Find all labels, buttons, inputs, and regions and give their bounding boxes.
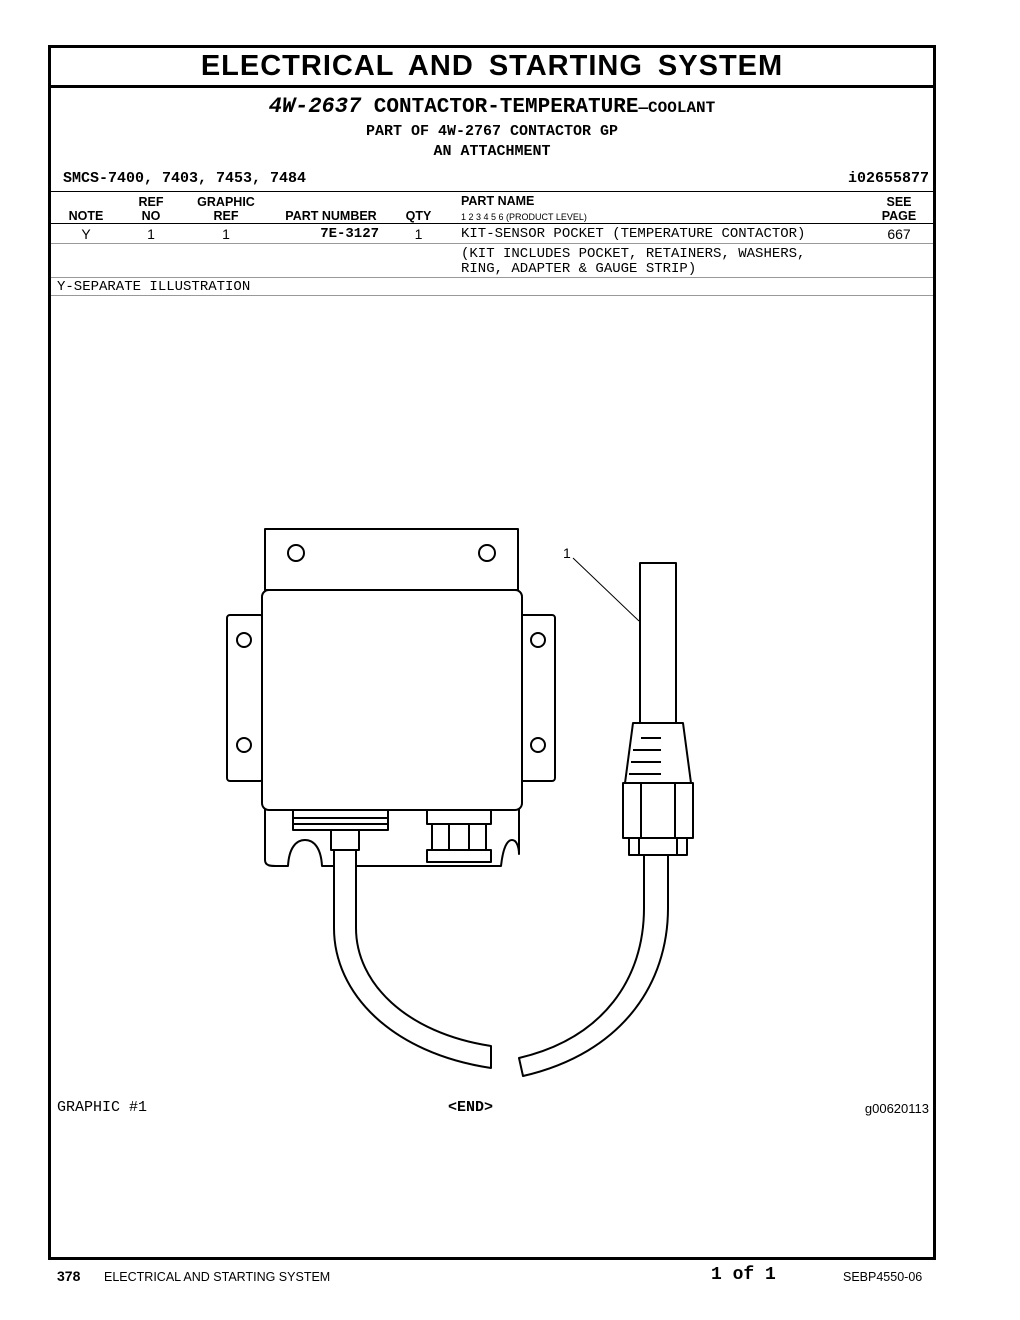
col-qty: QTY <box>405 209 432 223</box>
row-detail-2: RING, ADAPTER & GAUGE STRIP) <box>461 261 697 277</box>
row-note: Y <box>81 226 91 242</box>
row-part-name: KIT-SENSOR POCKET (TEMPERATURE CONTACTOR… <box>461 226 806 242</box>
row-see-page: 667 <box>887 226 911 242</box>
header-divider <box>51 191 933 192</box>
title-divider <box>51 85 933 88</box>
row-graphic-ref: 1 <box>222 226 230 242</box>
footnote-divider <box>51 295 933 296</box>
row-divider <box>51 243 933 244</box>
smcs-codes: SMCS-7400, 7403, 7453, 7484 <box>63 170 307 187</box>
graphic-label: GRAPHIC #1 <box>57 1099 148 1116</box>
row-part-number: 7E-3127 <box>320 226 379 242</box>
col-part-name: PART NAME <box>461 194 535 208</box>
page-number: 378 <box>57 1268 81 1284</box>
doc-id: i02655877 <box>847 170 929 187</box>
col-graphic-bottom: REF <box>213 209 239 223</box>
col-part-number: PART NUMBER <box>285 209 377 223</box>
contactor-illustration: 1 <box>226 528 694 1077</box>
row-qty: 1 <box>414 226 423 242</box>
row-ref-no: 1 <box>147 226 155 242</box>
header-part-number: 4W-2637 <box>268 94 362 119</box>
header-part-suffix: —COOLANT <box>638 99 716 117</box>
col-ref-bottom: NO <box>141 209 161 223</box>
colhead-divider <box>51 223 933 224</box>
header-part-of: PART OF 4W-2767 CONTACTOR GP <box>365 123 619 140</box>
end-label: <END> <box>448 1099 494 1116</box>
callout-number: 1 <box>563 545 571 561</box>
header-part-name: CONTACTOR-TEMPERATURE <box>373 96 639 119</box>
header-attachment: AN ATTACHMENT <box>433 143 551 160</box>
part-header: 4W-2637 CONTACTOR-TEMPERATURE—COOLANT <box>51 94 933 119</box>
col-product-level: 1 2 3 4 5 6 (PRODUCT LEVEL) <box>461 212 587 222</box>
row-detail-1: (KIT INCLUDES POCKET, RETAINERS, WASHERS… <box>461 246 806 262</box>
col-note: NOTE <box>68 209 104 223</box>
col-see-bottom: PAGE <box>881 209 917 223</box>
footnote: Y-SEPARATE ILLUSTRATION <box>57 279 251 295</box>
page-title: ELECTRICAL AND STARTING SYSTEM <box>200 50 784 82</box>
graphic-id: g00620113 <box>864 1101 929 1116</box>
detail-divider <box>51 277 933 278</box>
footer-section: ELECTRICAL AND STARTING SYSTEM <box>104 1270 331 1284</box>
page-frame: ELECTRICAL AND STARTING SYSTEM 4W-2637 C… <box>48 45 936 1260</box>
col-see-top: SEE <box>886 195 912 209</box>
doc-number: SEBP4550-06 <box>843 1270 923 1284</box>
col-graphic-top: GRAPHIC <box>197 195 255 209</box>
page-of: 1 of 1 <box>711 1265 776 1285</box>
col-ref-top: REF <box>138 195 164 209</box>
callout-leader-line <box>572 557 640 622</box>
